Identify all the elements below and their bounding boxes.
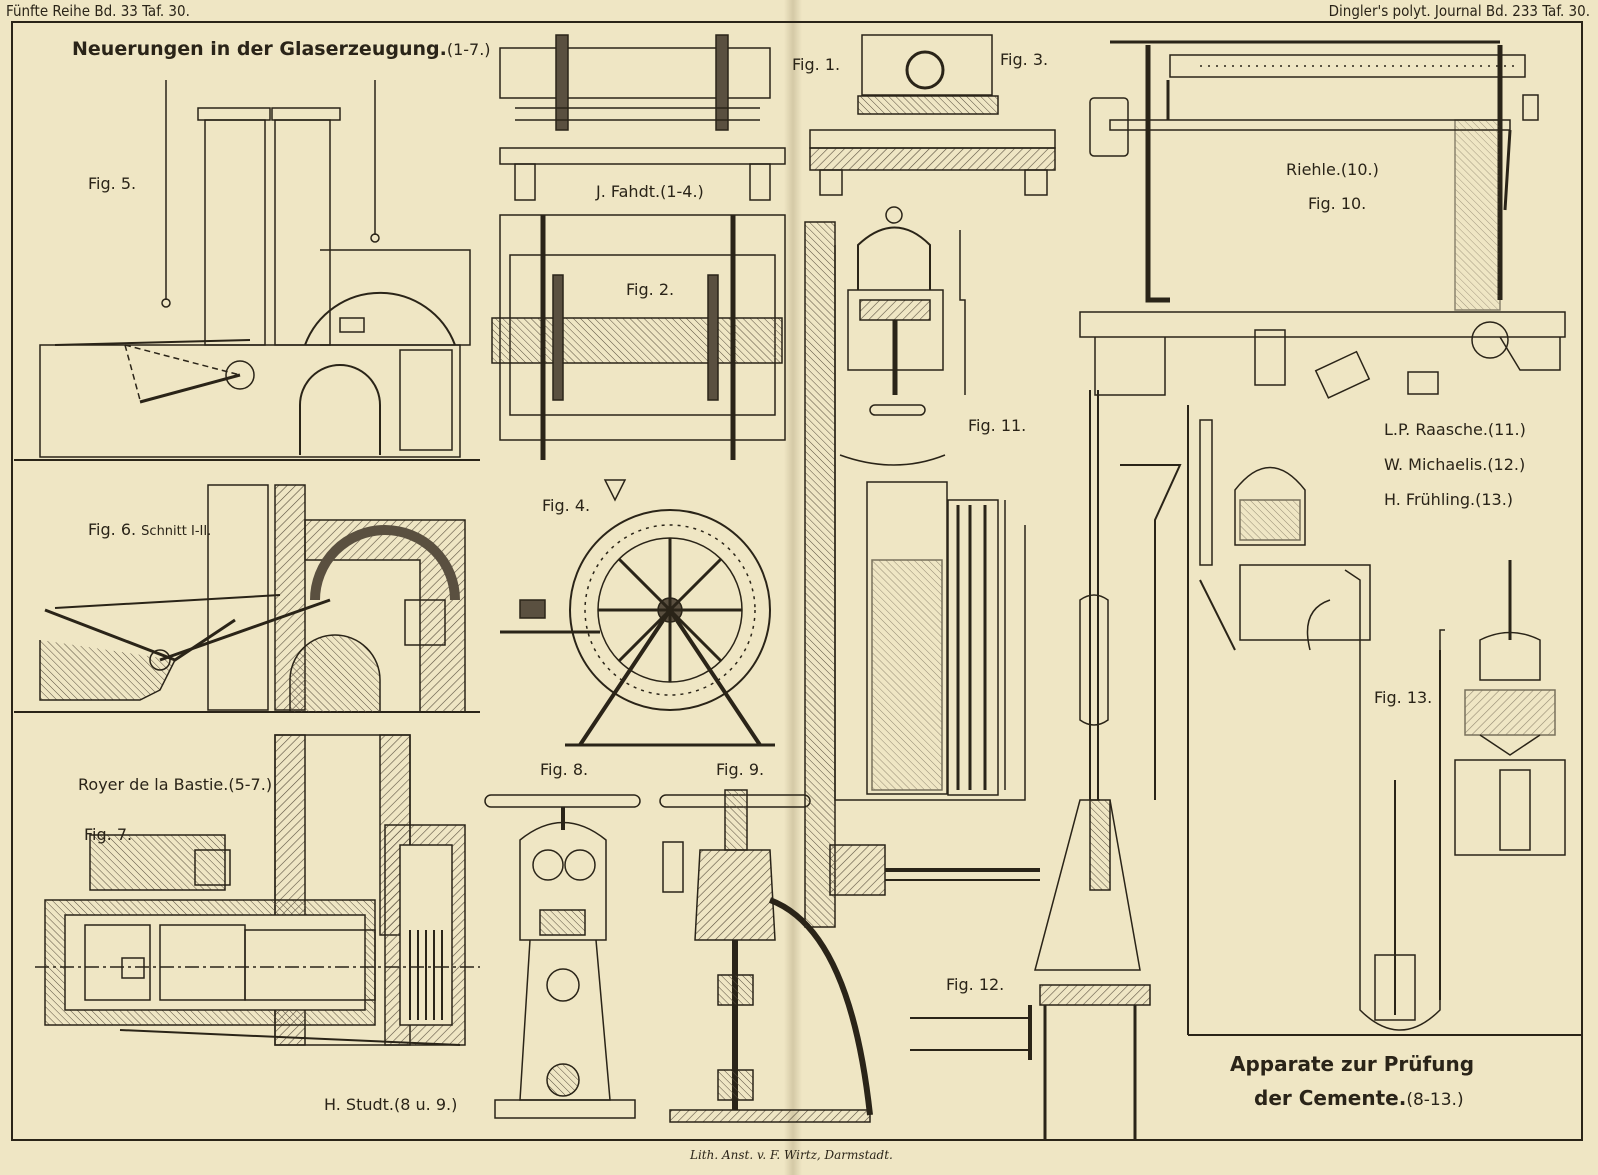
fig7-label: Fig. 7. [84,825,133,844]
royer-ref: (5-7.) [228,775,273,794]
main-title: Neuerungen in der Glaserzeugung.(1-7.) [72,38,491,60]
fig1-drawing [499,34,786,201]
apparate-title-text: der Cemente. [1254,1086,1407,1110]
michaelis-credit: W. Michaelis.(12.) [1384,455,1525,474]
lithographer-imprint: Lith. Anst. v. F. Wirtz, Darmstadt. [690,1148,893,1162]
fig12-drawing [910,390,1182,1140]
fig4-label: Fig. 4. [542,496,591,515]
riehle-credit: Riehle.(10.) [1286,160,1379,179]
header-right: Dingler's polyt. Journal Bd. 233 Taf. 30… [1328,2,1590,20]
fahdt-ref: (1-4.) [660,182,704,201]
main-title-ref: (1-7.) [446,40,491,59]
apparate-ref: (8-13.) [1406,1090,1464,1110]
fig7-plan-drawing [35,734,480,1046]
raasche-ref: (11.) [1487,420,1526,439]
fig10-drawing [1079,40,1566,399]
fig9-drawing [659,789,873,1123]
raasche-name: L.P. Raasche. [1384,420,1488,439]
apparate-title-line2: der Cemente.(8-13.) [1254,1086,1464,1110]
fig8-drawing [484,794,641,1119]
apparate-title-line1: Apparate zur Prüfung [1230,1052,1475,1076]
fig9-label: Fig. 9. [716,760,765,779]
fig12-label: Fig. 12. [946,975,1005,994]
main-title-text: Neuerungen in der Glaserzeugung. [72,38,447,60]
fig5-furnace-drawing [14,80,480,461]
plate-border [11,21,1583,1141]
fig6-label-text: Fig. 6. [88,520,137,539]
royer-credit: Royer de la Bastie.(5-7.) [78,775,272,794]
studt-name: H. Studt. [324,1095,395,1114]
fig11-drawing [804,206,1040,928]
fig6-section-drawing [14,484,480,713]
fig13-label: Fig. 13. [1374,688,1433,707]
fig4-wheel-drawing [500,479,775,747]
fruehling-name: H. Frühling. [1384,490,1476,509]
page-fold [784,0,802,1175]
fig13-drawing [1187,405,1582,1036]
fig6-sublabel: Schnitt I-II. [141,524,212,539]
royer-name: Royer de la Bastie. [78,775,229,794]
riehle-name: Riehle. [1286,160,1341,179]
studt-ref: (8 u. 9.) [394,1095,458,1114]
raasche-credit: L.P. Raasche.(11.) [1384,420,1526,439]
studt-credit: H. Studt.(8 u. 9.) [324,1095,457,1114]
michaelis-name: W. Michaelis. [1384,455,1488,474]
fig6-label: Fig. 6. Schnitt I-II. [88,520,211,539]
fig3-label: Fig. 3. [1000,50,1049,69]
fig5-label: Fig. 5. [88,174,137,193]
riehle-ref: (10.) [1340,160,1379,179]
fig10-label: Fig. 10. [1308,194,1367,213]
fig3-drawing [809,34,1056,196]
header-left: Fünfte Reihe Bd. 33 Taf. 30. [6,2,190,20]
fruehling-credit: H. Frühling.(13.) [1384,490,1513,509]
fahdt-name: J. Fahdt. [596,182,661,201]
michaelis-ref: (12.) [1487,455,1526,474]
fig8-label: Fig. 8. [540,760,589,779]
fahdt-credit: J. Fahdt.(1-4.) [596,182,704,201]
fig11-label: Fig. 11. [968,416,1027,435]
fig2-label: Fig. 2. [626,280,675,299]
fruehling-ref: (13.) [1475,490,1514,509]
fig2-drawing [491,214,786,460]
fig1-label: Fig. 1. [792,55,841,74]
